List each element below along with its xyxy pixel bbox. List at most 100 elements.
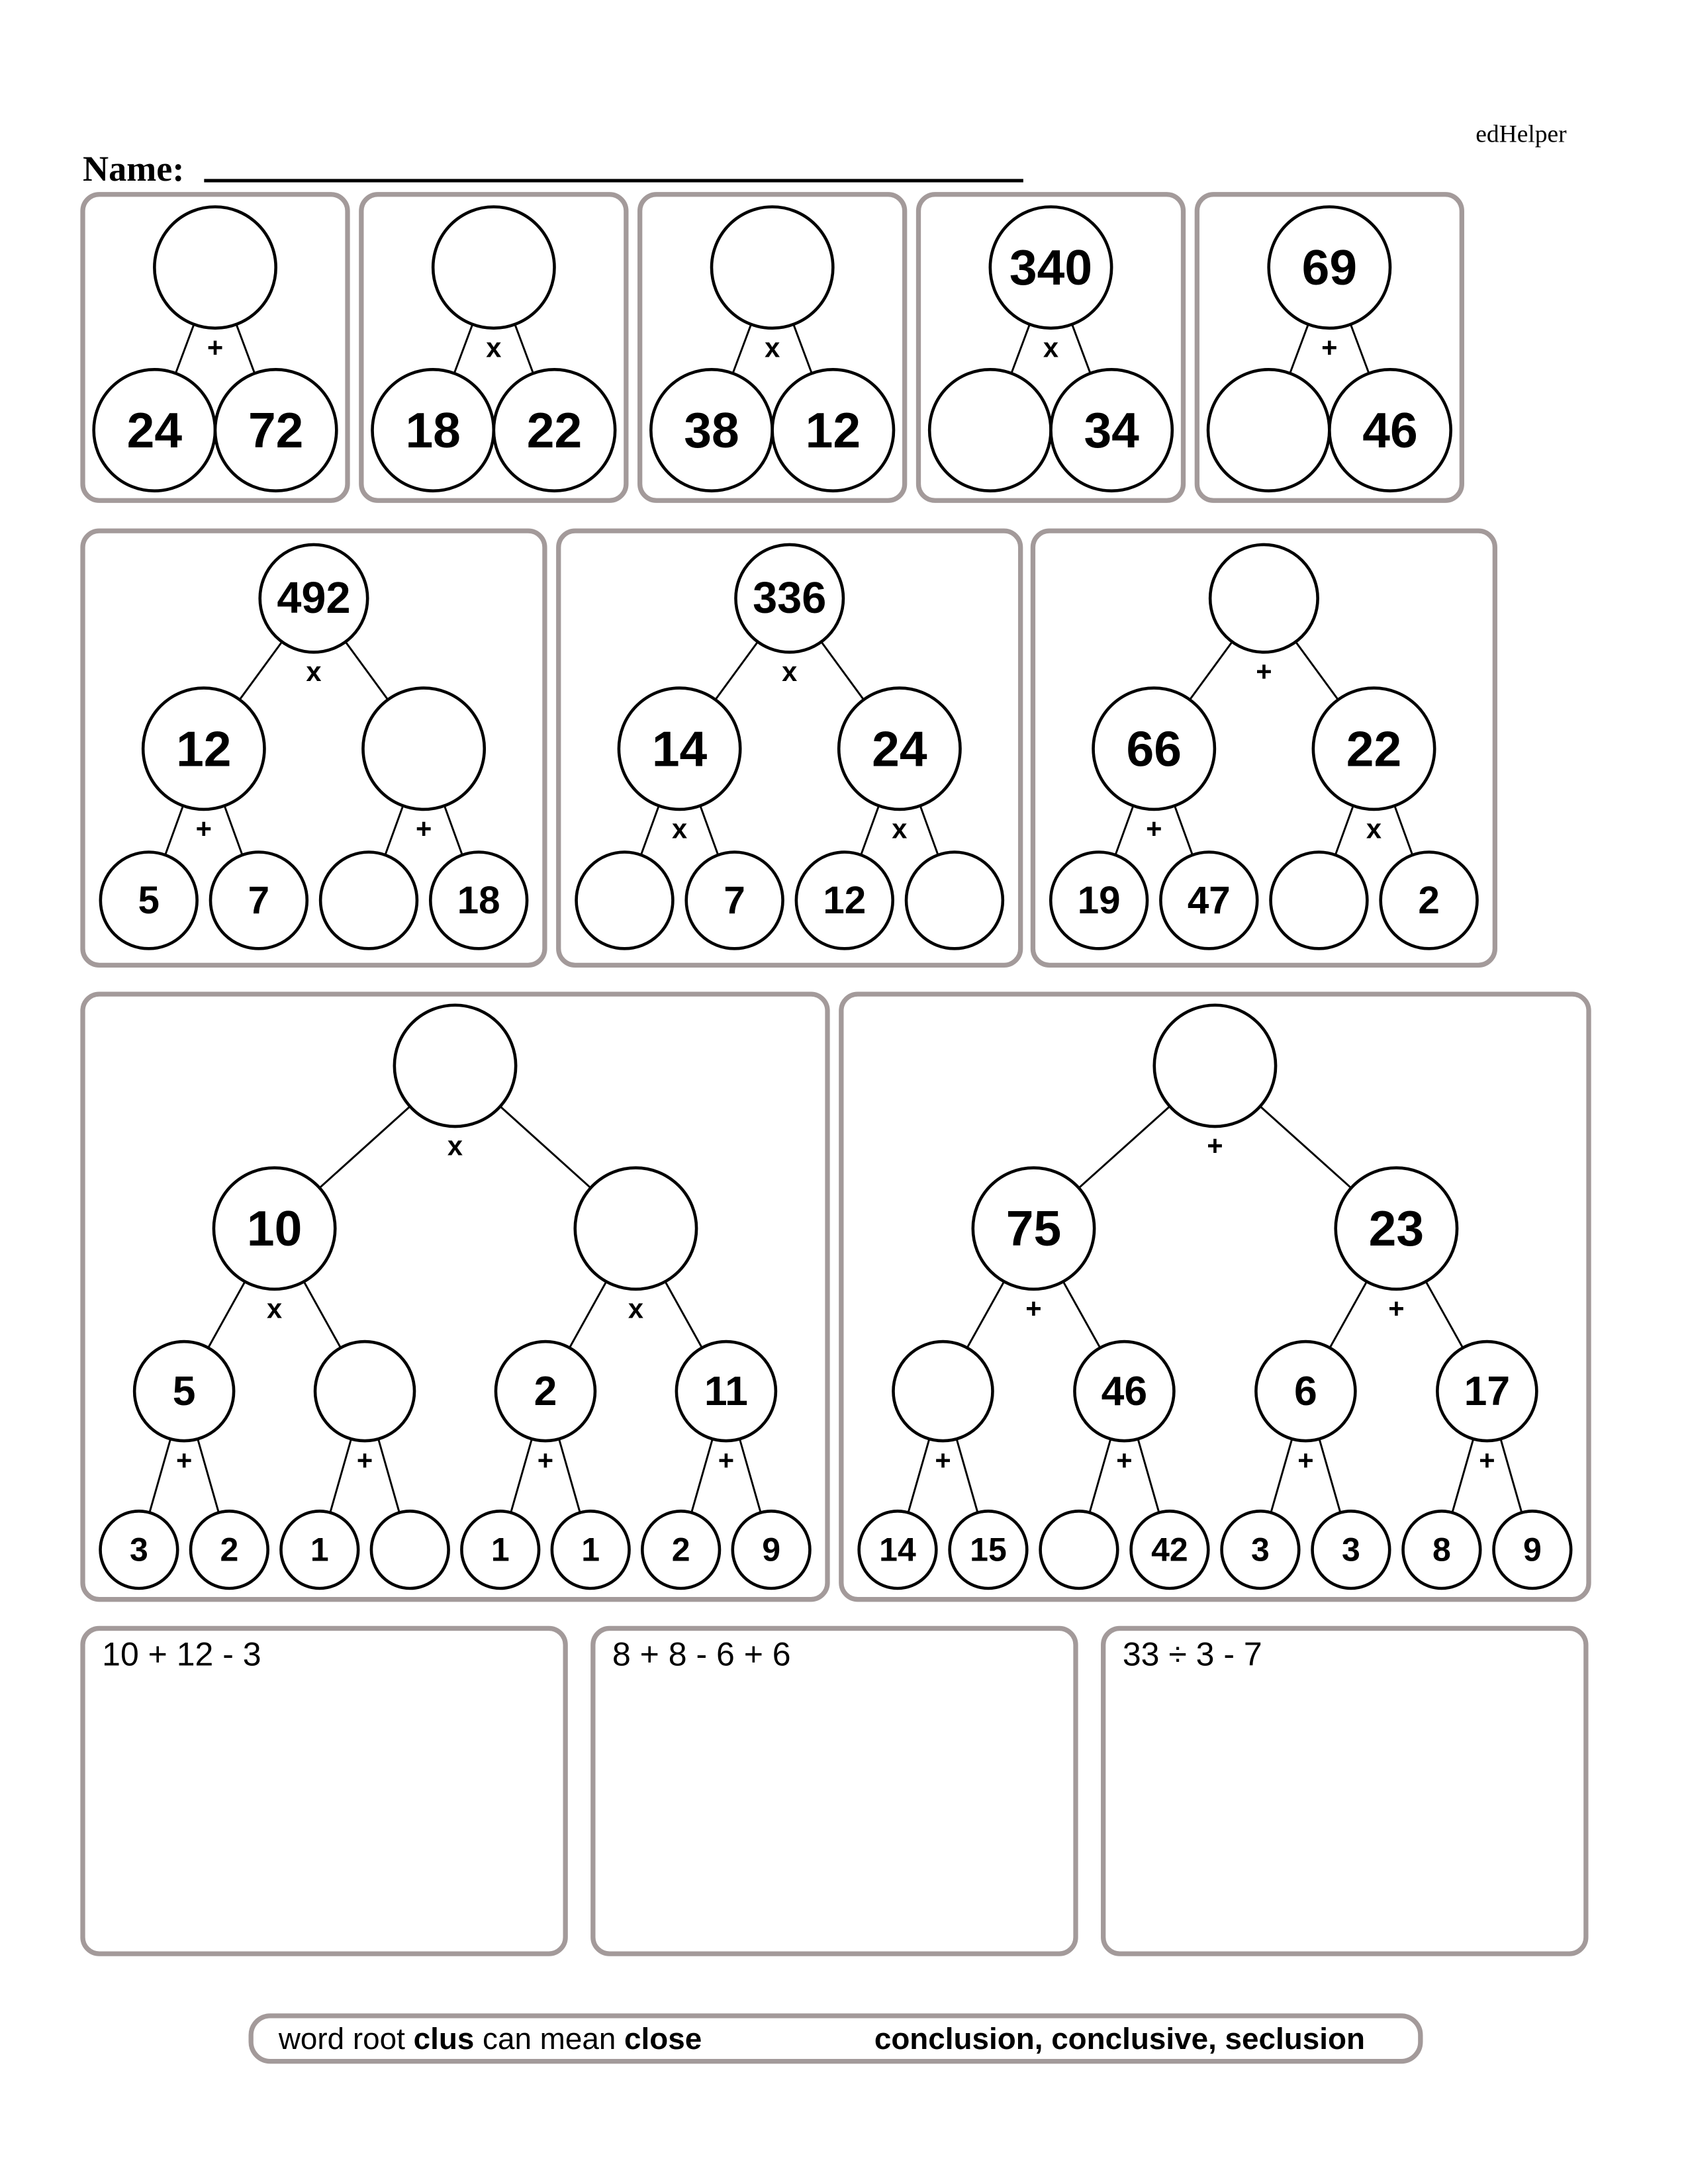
expression-text: 33 ÷ 3 - 7 [1123,1636,1262,1673]
tree-edge [197,1438,220,1513]
plus-operator: + [1256,656,1272,687]
answer-blank-node[interactable] [575,850,675,950]
tree-edge [1137,1438,1160,1513]
plus-operator: + [1321,332,1337,363]
plus-operator: + [1025,1293,1041,1324]
tree-edge [1114,805,1135,856]
node-value: 1 [581,1531,600,1569]
plus-operator: + [1116,1445,1132,1476]
tree-edge [164,805,184,856]
plus-operator: + [1479,1445,1495,1476]
number-node [99,1510,179,1590]
number-node [1311,1510,1391,1590]
plus-operator: + [935,1445,951,1476]
tree-edge [329,1438,352,1513]
number-node [492,368,617,492]
tree-edge [510,1438,533,1513]
number-node [213,368,338,492]
plus-operator: + [357,1445,373,1476]
answer-blank-node[interactable] [573,1166,698,1291]
answer-blank-node[interactable] [892,1340,994,1443]
node-value: 1 [310,1531,329,1569]
number-node [1334,1166,1459,1291]
answer-blank-node[interactable] [1206,368,1331,492]
number-node [971,1166,1096,1291]
expression-problem-2: 8 + 8 - 6 + 6 [590,1625,1078,1956]
tree-edge [238,641,283,701]
tree-edge [377,1438,400,1513]
node-value: 15 [970,1531,1007,1569]
node-value: 72 [248,402,303,458]
answer-blank-node[interactable] [369,1510,450,1590]
tree-edge [820,641,865,701]
answer-blank-node[interactable] [1208,543,1319,654]
number-node [1159,850,1259,950]
tree-edge [1334,805,1354,856]
answer-blank-node[interactable] [153,205,277,330]
number-node [675,1340,778,1443]
multiply-operator: x [765,332,780,363]
number-node [684,850,784,950]
answer-blank-node[interactable] [1152,1003,1278,1128]
plus-operator: + [1146,813,1162,844]
number-node [550,1510,631,1590]
expression-problem-1: 10 + 12 - 3 [80,1625,568,1956]
number-node [837,686,962,811]
answer-blank-node[interactable] [1269,850,1369,950]
answer-blank-node[interactable] [361,686,487,811]
tree-edge [907,1438,931,1513]
tree-edge [699,805,720,856]
tree-edge [919,805,939,856]
node-value: 5 [138,879,160,922]
number-node [1492,1510,1573,1590]
node-value: 66 [1127,721,1182,776]
number-node [771,368,896,492]
number-node [734,543,845,654]
number-node [141,686,266,811]
tree-edge [499,1105,592,1189]
tree-edge [1499,1438,1523,1513]
node-value: 18 [405,402,460,458]
tree-edge [1295,641,1339,701]
node-value: 11 [704,1368,748,1414]
answer-blank-node[interactable] [313,1340,416,1443]
work-area[interactable] [1101,1625,1589,1956]
tree-edge [1318,1438,1342,1513]
node-value: 5 [173,1368,196,1414]
tree-edge [690,1438,714,1513]
number-node [948,1510,1029,1590]
number-node [1267,205,1392,330]
footer-meaning: close [624,2022,702,2056]
answer-blank-node[interactable] [393,1003,518,1128]
tree-edge [1010,324,1031,374]
multiply-operator: x [1043,332,1058,363]
tree-edge [1393,805,1414,856]
node-value: 34 [1084,402,1139,458]
work-area[interactable] [590,1625,1078,1956]
answer-blank-node[interactable] [1039,1510,1119,1590]
number-node [857,1510,938,1590]
answer-blank-node[interactable] [904,850,1005,950]
number-node [132,1340,236,1443]
answer-blank-node[interactable] [710,205,835,330]
plus-operator: + [718,1445,734,1476]
answer-blank-node[interactable] [318,850,419,950]
node-value: 75 [1006,1201,1061,1256]
number-node [1379,850,1479,950]
tree-edge [235,324,256,374]
tree-edge [174,324,195,374]
node-value: 2 [672,1531,690,1569]
answer-blank-node[interactable] [927,368,1053,492]
work-area[interactable] [80,1625,568,1956]
tree-edge [1062,1281,1102,1349]
node-value: 12 [176,721,231,776]
answer-blank-node[interactable] [431,205,556,330]
node-value: 3 [130,1531,148,1569]
tree-edge [148,1438,171,1513]
